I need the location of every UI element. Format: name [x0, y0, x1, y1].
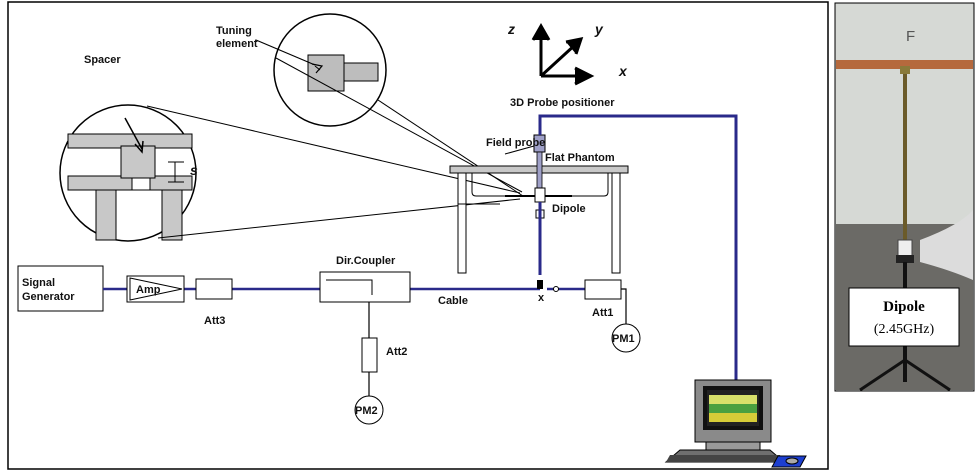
photo-letter-f: F — [906, 28, 915, 45]
att1-label: Att1 — [592, 307, 613, 319]
dipole-label: Dipole — [552, 203, 586, 215]
att2-box — [361, 337, 378, 373]
att2-label: Att2 — [386, 346, 407, 358]
dir-coupler-box — [319, 271, 411, 303]
amp-label: Amp — [136, 284, 161, 296]
tuning-element-label-line1: Tuning — [216, 25, 252, 37]
junction-marker — [537, 280, 543, 289]
amp-triangle-icon — [129, 277, 183, 301]
signal-generator-box — [17, 265, 104, 312]
axes-icon — [531, 22, 595, 86]
signal-generator-label-line2: Generator — [22, 291, 75, 303]
att1-connector — [553, 286, 559, 292]
signal-generator-label-line1: Signal — [22, 277, 55, 289]
probe-positioner-label: 3D Probe positioner — [510, 97, 615, 109]
photo-caption-title: Dipole — [883, 299, 925, 315]
rf-cable-pm1 — [621, 288, 627, 325]
flat-phantom-label: Flat Phantom — [545, 152, 615, 164]
tuning-element-label-line2: element — [216, 38, 258, 50]
att3-box — [195, 278, 233, 300]
pm2-label: PM2 — [355, 405, 378, 417]
att1-box — [584, 279, 622, 300]
spacer-label: Spacer — [84, 54, 121, 66]
probe-shaft — [536, 151, 543, 193]
positioner-cable — [538, 114, 738, 395]
dir-coupler-label: Dir.Coupler — [336, 255, 396, 267]
att3-label: Att3 — [204, 315, 225, 327]
dir-coupler-inner-line — [326, 279, 373, 295]
cable-label: Cable — [438, 295, 468, 307]
spacer-detail — [67, 117, 193, 241]
field-probe-pointer — [504, 145, 535, 155]
tuning-element-rod — [343, 62, 379, 82]
dipole-antenna — [505, 187, 572, 275]
spacer-dimension-label: s — [190, 162, 198, 178]
computer-icon — [664, 379, 807, 468]
photo-caption-box — [848, 287, 960, 347]
junction-label: x — [538, 292, 545, 304]
pm1-meter — [611, 323, 641, 353]
axis-y-label: y — [594, 21, 604, 37]
pm2-meter — [354, 395, 384, 425]
axis-x-label: x — [618, 63, 628, 79]
pm1-label: PM1 — [612, 333, 635, 345]
field-probe-label: Field probe — [486, 137, 545, 149]
photo-caption-subtitle: (2.45GHz) — [874, 322, 935, 337]
axis-z-label: z — [507, 21, 515, 37]
